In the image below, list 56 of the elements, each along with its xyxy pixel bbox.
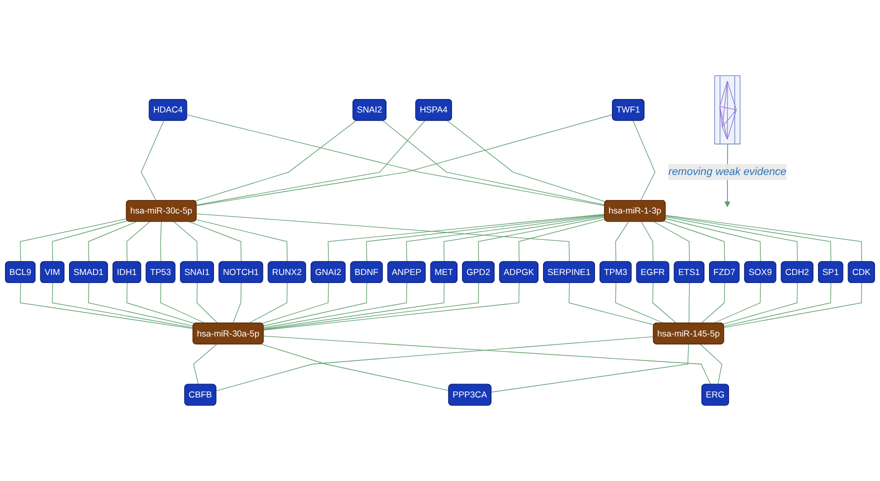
connector bbox=[261, 282, 329, 324]
connector bbox=[724, 282, 862, 328]
connector bbox=[20, 218, 127, 262]
connector bbox=[518, 218, 606, 262]
connector bbox=[652, 282, 677, 324]
connector bbox=[688, 282, 690, 324]
edge-label: removing weak evidence bbox=[668, 166, 786, 178]
connector bbox=[196, 219, 288, 262]
connector bbox=[160, 221, 162, 262]
connector bbox=[665, 214, 862, 262]
connector bbox=[665, 216, 832, 262]
connector bbox=[216, 336, 654, 392]
connector bbox=[654, 221, 690, 262]
connector bbox=[52, 220, 128, 262]
connector bbox=[126, 221, 150, 262]
connector bbox=[88, 221, 137, 262]
connector bbox=[406, 214, 606, 262]
connector bbox=[665, 218, 761, 262]
connector bbox=[88, 282, 194, 326]
connector bbox=[232, 282, 242, 324]
connector bbox=[248, 282, 288, 324]
connector bbox=[261, 344, 450, 391]
connector bbox=[196, 282, 218, 324]
connector bbox=[140, 120, 164, 201]
connector bbox=[174, 221, 198, 262]
connector bbox=[713, 282, 761, 324]
connector bbox=[196, 213, 570, 262]
connector bbox=[263, 282, 445, 330]
connector bbox=[52, 282, 194, 328]
connector bbox=[615, 221, 629, 262]
connector bbox=[194, 120, 356, 202]
connector bbox=[722, 282, 798, 324]
connector bbox=[160, 282, 206, 324]
connector bbox=[196, 120, 426, 206]
connector bbox=[724, 282, 832, 327]
connector bbox=[188, 221, 242, 262]
connector bbox=[568, 282, 654, 326]
connector bbox=[664, 220, 725, 262]
connector bbox=[126, 282, 196, 324]
connector bbox=[444, 216, 606, 262]
connector bbox=[615, 282, 664, 324]
connector bbox=[382, 120, 606, 206]
connector bbox=[263, 282, 368, 326]
connector bbox=[263, 282, 479, 330]
connector bbox=[641, 221, 654, 262]
connector bbox=[263, 282, 520, 330]
connector bbox=[632, 120, 656, 201]
connector bbox=[263, 282, 408, 328]
connector bbox=[478, 216, 606, 262]
node-picture bbox=[714, 75, 740, 144]
connector bbox=[491, 344, 689, 392]
connector bbox=[700, 282, 725, 324]
connector bbox=[263, 336, 712, 385]
connector bbox=[665, 216, 798, 262]
connector bbox=[447, 120, 606, 202]
connector bbox=[20, 282, 194, 329]
